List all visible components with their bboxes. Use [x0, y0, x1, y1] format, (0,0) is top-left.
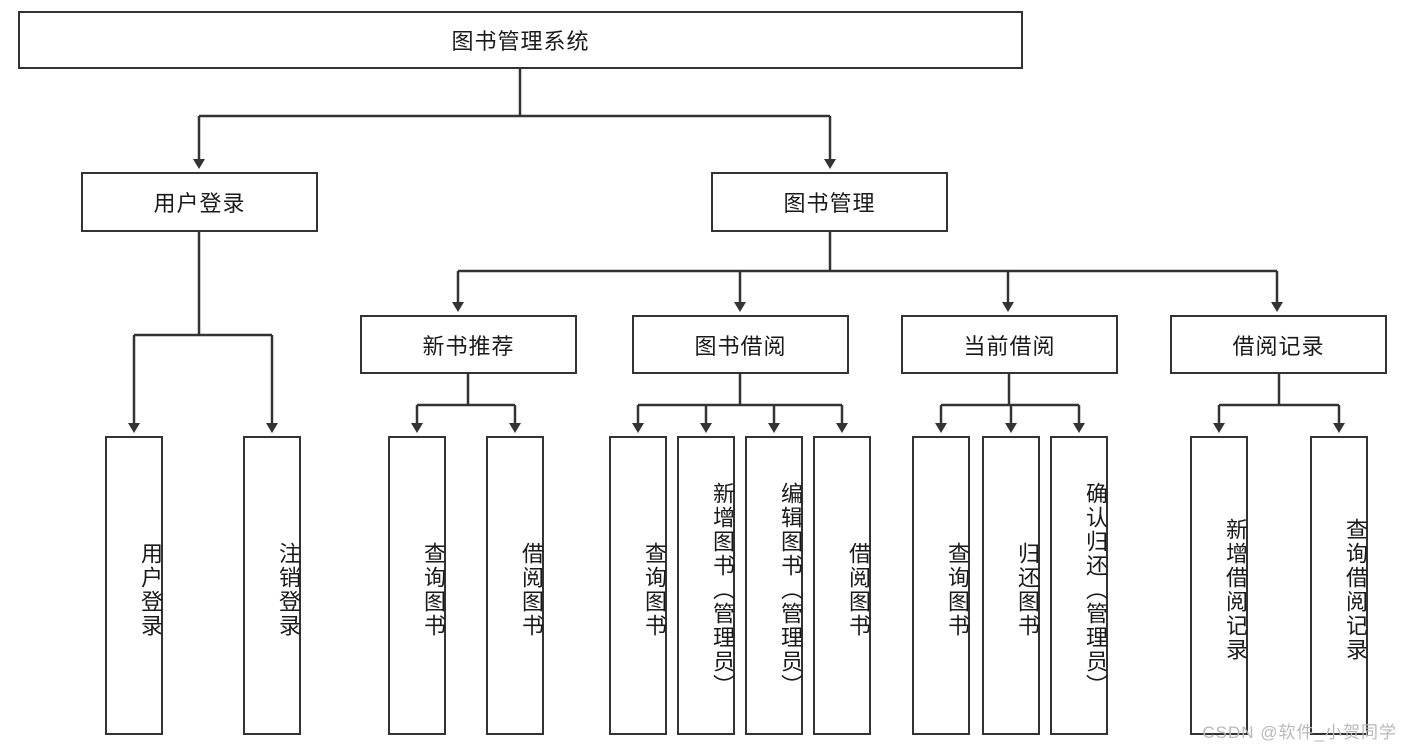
node-leaf-4-label: 查询图书 — [642, 541, 667, 638]
node-leaf-6-label: 编辑图书（管理员） — [778, 481, 803, 698]
node-level3-1-label: 图书借阅 — [694, 333, 787, 359]
node-leaf-7-label: 借阅图书 — [846, 541, 871, 638]
node-level2-0[interactable]: 用户登录 — [81, 172, 318, 232]
node-leaf-3-label: 借阅图书 — [519, 541, 544, 638]
node-leaf-11-label: 新增借阅记录 — [1223, 517, 1248, 662]
node-root[interactable]: 图书管理系统 — [18, 11, 1023, 69]
node-level2-1[interactable]: 图书管理 — [711, 172, 948, 232]
node-leaf-2-label: 查询图书 — [421, 541, 446, 638]
node-level3-0-label: 新书推荐 — [422, 333, 515, 359]
node-leaf-0[interactable]: 用户登录 — [105, 436, 163, 735]
node-root-label: 图书管理系统 — [451, 29, 590, 54]
node-leaf-8-label: 查询图书 — [945, 541, 970, 638]
node-level3-1[interactable]: 图书借阅 — [632, 315, 849, 374]
node-leaf-1[interactable]: 注销登录 — [243, 436, 301, 735]
node-leaf-6[interactable]: 编辑图书（管理员） — [745, 436, 803, 735]
node-leaf-11[interactable]: 新增借阅记录 — [1190, 436, 1248, 735]
node-level3-3-label: 借阅记录 — [1232, 333, 1325, 359]
node-leaf-3[interactable]: 借阅图书 — [486, 436, 544, 735]
node-leaf-9[interactable]: 归还图书 — [982, 436, 1040, 735]
csdn-watermark: CSDN @软件_小贺同学 — [1202, 723, 1397, 742]
node-leaf-10-label: 确认归还（管理员） — [1083, 481, 1108, 698]
node-level3-3[interactable]: 借阅记录 — [1170, 315, 1387, 374]
node-leaf-9-label: 归还图书 — [1015, 541, 1040, 638]
node-leaf-1-label: 注销登录 — [276, 541, 301, 638]
node-leaf-8[interactable]: 查询图书 — [912, 436, 970, 735]
node-level3-2-label: 当前借阅 — [963, 333, 1056, 359]
node-leaf-2[interactable]: 查询图书 — [388, 436, 446, 735]
node-leaf-5[interactable]: 新增图书（管理员） — [677, 436, 735, 735]
node-level3-0[interactable]: 新书推荐 — [360, 315, 577, 374]
node-leaf-12-label: 查询借阅记录 — [1343, 517, 1368, 662]
node-level2-0-label: 用户登录 — [153, 191, 246, 216]
node-leaf-7[interactable]: 借阅图书 — [813, 436, 871, 735]
node-leaf-0-label: 用户登录 — [138, 541, 163, 638]
node-leaf-4[interactable]: 查询图书 — [609, 436, 667, 735]
node-leaf-12[interactable]: 查询借阅记录 — [1310, 436, 1368, 735]
node-level3-2[interactable]: 当前借阅 — [901, 315, 1118, 374]
node-leaf-10[interactable]: 确认归还（管理员） — [1050, 436, 1108, 735]
node-level2-1-label: 图书管理 — [783, 191, 876, 216]
node-leaf-5-label: 新增图书（管理员） — [710, 481, 735, 698]
